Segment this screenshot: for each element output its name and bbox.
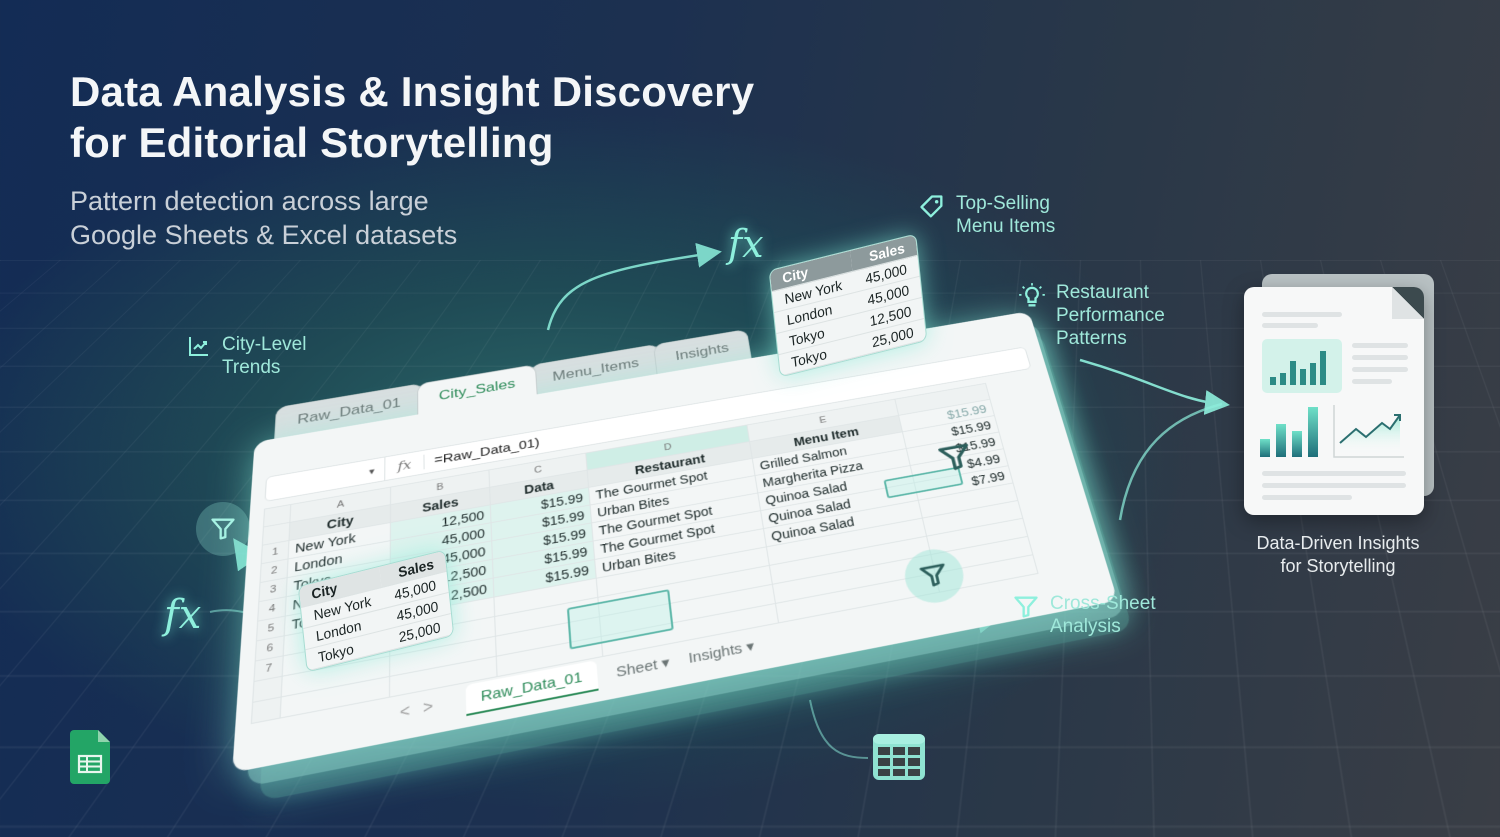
title-line-2: for Editorial Storytelling [70,119,554,166]
bar-chart-card [1262,339,1342,393]
sheet-nav[interactable]: <> [400,695,447,722]
trend-chart-icon [189,337,208,356]
subtitle-line-1: Pattern detection across large [70,186,429,216]
funnel-icon [211,518,235,540]
chart-group [1260,405,1404,458]
table-grid-logo [872,733,926,786]
page-title: Data Analysis & Insight Discovery for Ed… [70,66,830,168]
fx-formula-icon: fx [164,592,202,638]
bottom-tab-sheet[interactable]: Sheet ▾ [615,653,671,681]
next-sheet-button[interactable]: > [422,695,447,717]
insights-document-icon [1244,287,1424,515]
funnel-icon [1014,596,1038,618]
bottom-tab-insights[interactable]: Insights ▾ [687,637,756,667]
table-grid-icon [873,734,925,780]
fx-formula-icon: fx [728,222,764,266]
document-caption: Data-Driven Insights for Storytelling [1256,533,1420,576]
fx-icon: fx [385,454,425,477]
google-sheets-icon [70,730,110,784]
funnel-icon [934,439,977,476]
tag-icon [920,195,943,218]
page-subtitle: Pattern detection across large Google Sh… [70,184,590,252]
google-sheets-logo [70,730,110,789]
title-line-1: Data Analysis & Insight Discovery [70,68,755,115]
filter-bubble-left[interactable] [196,502,250,556]
funnel-icon [916,560,952,593]
lightbulb-icon [1019,283,1045,307]
bar-chart-icon [1270,351,1326,385]
page-fold [1392,287,1424,319]
subtitle-line-2: Google Sheets & Excel datasets [70,220,458,250]
prev-sheet-button[interactable]: < [399,699,424,722]
